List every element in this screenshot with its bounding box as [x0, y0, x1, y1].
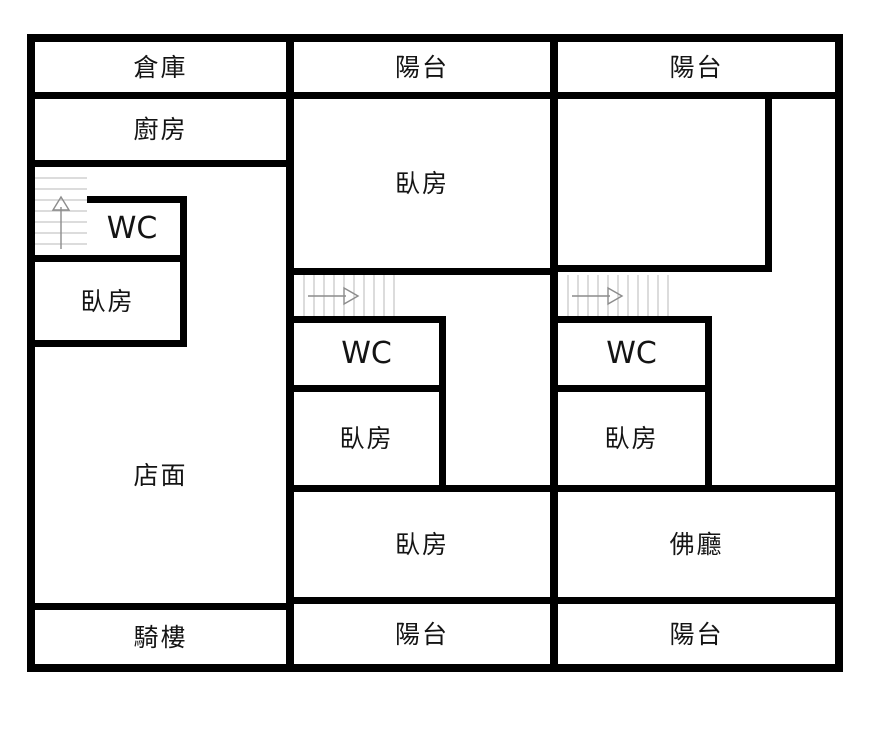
wall-above-middle-stairs	[286, 268, 558, 275]
room-bedroom-right-small[interactable]: 臥房	[558, 392, 705, 485]
room-label-shopfront: 店面	[133, 460, 188, 490]
room-label-balcony-top-middle: 陽台	[394, 52, 449, 82]
outer-wall-top	[27, 34, 843, 42]
room-wc-right[interactable]: WC	[558, 323, 705, 385]
room-balcony-top-middle[interactable]: 陽台	[294, 42, 550, 92]
room-unlabeled-right[interactable]	[558, 99, 765, 265]
room-wc-middle[interactable]: WC	[294, 323, 439, 385]
wall-right-room-inner-bottom	[550, 265, 772, 272]
wall-wc-middle-bottom	[294, 385, 446, 392]
wall-wc-left-top	[77, 196, 187, 203]
wall-buddhahall-balcony	[550, 597, 843, 604]
wall-bedroom-left-bottom	[27, 340, 187, 347]
room-buddha-hall[interactable]: 佛廳	[558, 492, 835, 597]
room-label-storage: 倉庫	[133, 52, 188, 82]
room-label-wc-right: WC	[606, 336, 657, 371]
room-label-bedroom-mid-small: 臥房	[339, 424, 394, 453]
room-label-bedroom-top-middle: 臥房	[394, 169, 449, 198]
room-balcony-bottom-middle[interactable]: 陽台	[294, 604, 550, 664]
wall-right-room-inner-vertical	[765, 92, 772, 272]
room-shopfront[interactable]: 店面	[35, 347, 286, 603]
wall-middle-bedroom-balcony	[286, 597, 558, 604]
wall-below-right-stairs	[550, 316, 712, 323]
wall-below-middle-stairs	[286, 316, 446, 323]
room-label-buddha-hall: 佛廳	[669, 530, 724, 559]
room-label-wc-left: WC	[106, 211, 158, 246]
room-bedroom-top-middle[interactable]: 臥房	[294, 99, 550, 268]
room-balcony-bottom-right[interactable]: 陽台	[558, 604, 835, 664]
staircase-left	[35, 167, 87, 255]
wall-balcony-bedroom-middle	[286, 92, 558, 99]
room-bedroom-left[interactable]: 臥房	[35, 262, 180, 340]
outer-wall-left	[27, 34, 35, 672]
wall-storage-kitchen	[27, 92, 294, 99]
wall-wc-right-right	[705, 316, 712, 492]
room-label-balcony-bottom-middle: 陽台	[394, 619, 449, 649]
room-arcade[interactable]: 騎樓	[35, 610, 286, 664]
staircase-middle	[294, 275, 404, 316]
room-storage[interactable]: 倉庫	[35, 42, 286, 92]
wall-balcony-room-right	[550, 92, 843, 99]
wall-kitchen-stairzone	[27, 160, 294, 167]
room-label-bedroom-bottom-middle: 臥房	[394, 530, 449, 559]
outer-wall-right	[835, 34, 843, 672]
wall-bedroom-left-right	[180, 255, 187, 347]
room-wc-left[interactable]: WC	[84, 203, 180, 255]
outer-wall-bottom	[27, 664, 843, 672]
room-label-arcade: 騎樓	[133, 622, 188, 652]
wall-wc-left-right	[180, 196, 187, 262]
wall-below-left-stairs	[27, 255, 187, 262]
room-label-balcony-bottom-right: 陽台	[669, 619, 724, 649]
room-label-kitchen: 廚房	[133, 115, 188, 144]
room-label-wc-middle: WC	[341, 336, 392, 371]
wall-right-smallbed-bottom	[550, 485, 843, 492]
wall-shopfront-arcade	[27, 603, 294, 610]
column-divider-left	[286, 34, 294, 672]
staircase-right	[558, 275, 678, 316]
wall-middle-smallbed-bottom	[286, 485, 558, 492]
room-balcony-top-right[interactable]: 陽台	[558, 42, 835, 92]
room-bedroom-bottom-middle[interactable]: 臥房	[294, 492, 550, 597]
room-bedroom-mid-small[interactable]: 臥房	[294, 392, 439, 485]
room-kitchen[interactable]: 廚房	[35, 99, 286, 160]
room-label-balcony-top-right: 陽台	[669, 52, 724, 82]
column-divider-right	[550, 34, 558, 672]
room-label-bedroom-right-small: 臥房	[604, 424, 659, 453]
room-label-bedroom-left: 臥房	[80, 286, 135, 316]
wall-wc-middle-right	[439, 316, 446, 492]
wall-wc-right-bottom	[558, 385, 712, 392]
